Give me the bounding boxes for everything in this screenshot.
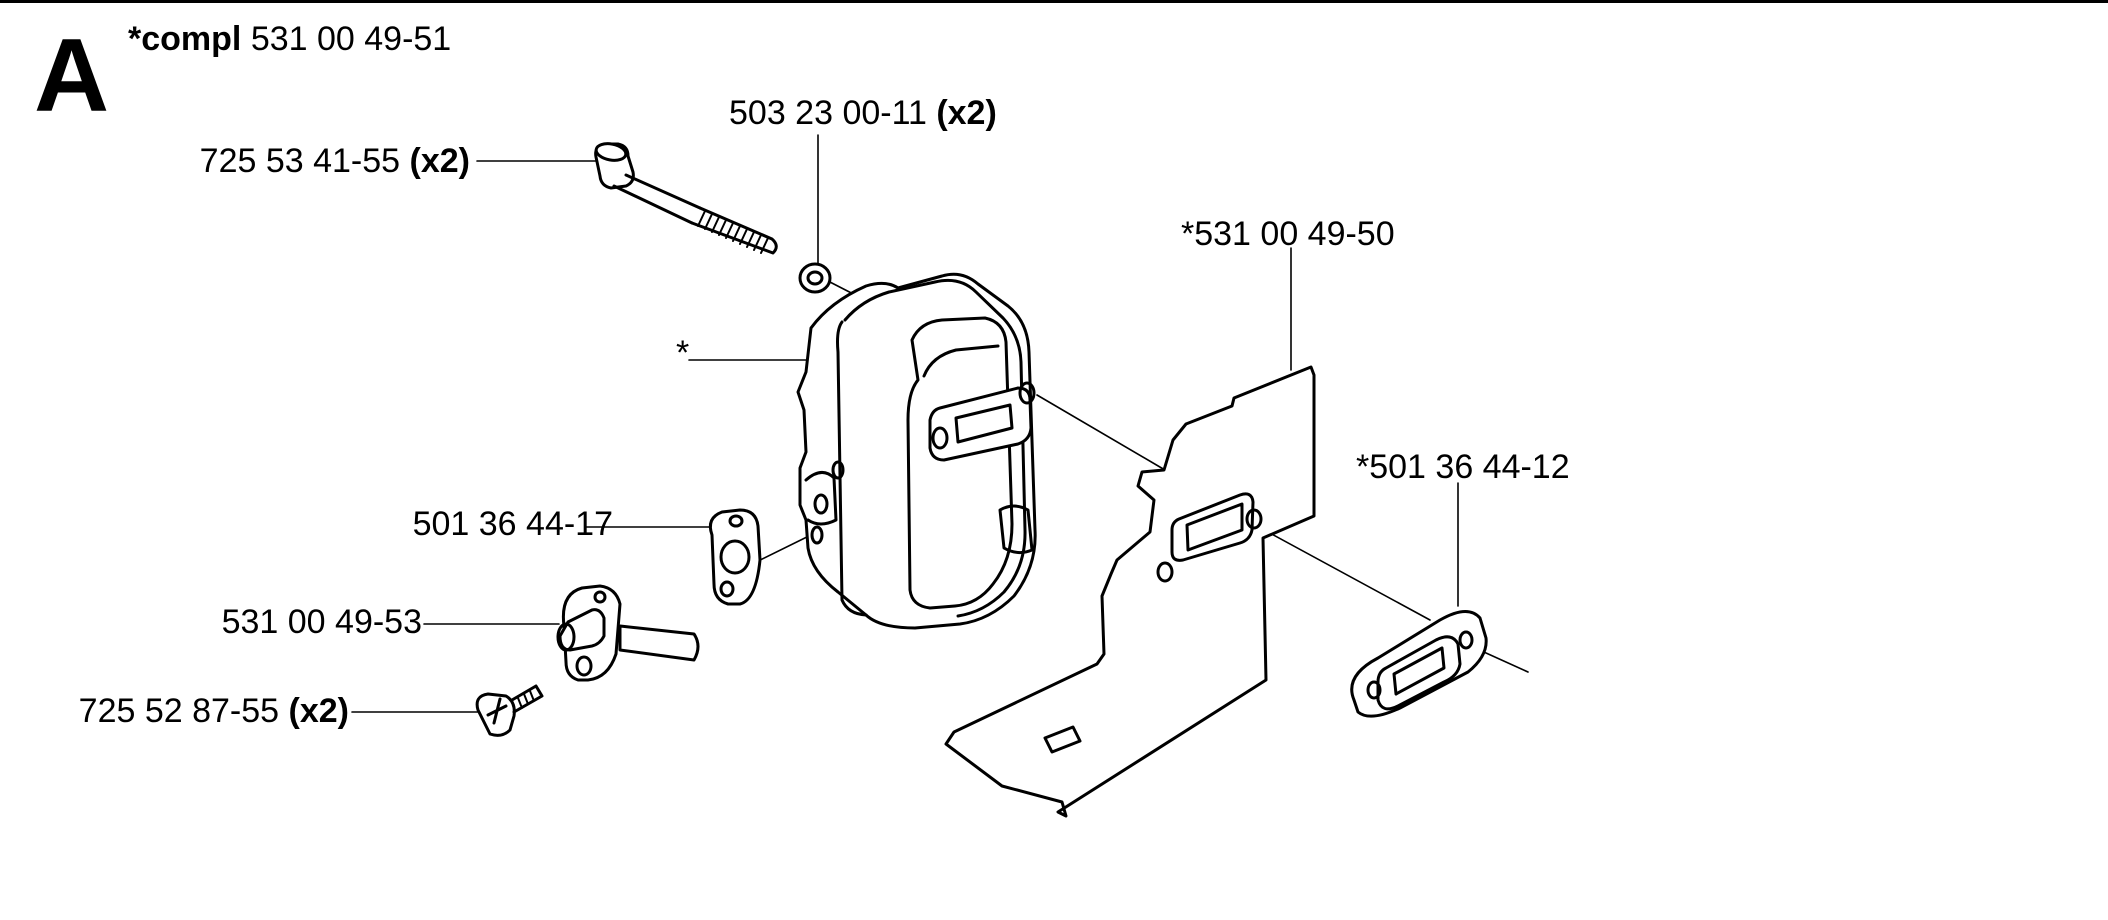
spark-screen-drawing xyxy=(556,584,700,682)
screw-long-drawing xyxy=(594,142,778,255)
top-border xyxy=(0,0,2108,3)
section-letter: A xyxy=(34,18,110,134)
muffler-body-number: * xyxy=(676,334,690,372)
gasket-small-number: 501 36 44-17 xyxy=(412,505,613,543)
screw-short-qty: (x2) xyxy=(288,692,349,730)
screw-long-number: 725 53 41-55 xyxy=(199,142,401,180)
label-spark-screen: 531 00 49-53 xyxy=(222,605,422,639)
assembly-label: *compl 531 00 49-51 xyxy=(128,20,451,59)
washer-number: 503 23 00-11 xyxy=(729,94,927,132)
assembly-prefix: *compl xyxy=(128,20,242,58)
leader-lines xyxy=(351,134,1459,713)
label-screw-short: 725 52 87-55 (x2) xyxy=(79,694,349,728)
washer-qty: (x2) xyxy=(936,94,997,132)
gasket-right-number: *501 36 44-12 xyxy=(1356,448,1570,486)
bracket-number: *531 00 49-50 xyxy=(1181,215,1395,253)
screw-short-number: 725 52 87-55 xyxy=(78,692,280,730)
label-muffler-body: * xyxy=(676,336,689,370)
assembly-number: 531 00 49-51 xyxy=(250,20,452,58)
screw-short-drawing xyxy=(475,684,544,737)
muffler-body-drawing xyxy=(796,272,1037,630)
screw-long-qty: (x2) xyxy=(409,142,470,180)
label-washer: 503 23 00-11 (x2) xyxy=(729,96,997,130)
label-gasket-right: *501 36 44-12 xyxy=(1356,450,1570,484)
label-gasket-small: 501 36 44-17 xyxy=(413,507,613,541)
gasket-small-drawing xyxy=(708,508,762,606)
washer-drawing xyxy=(798,262,832,294)
bracket-drawing xyxy=(944,365,1316,818)
spark-screen-number: 531 00 49-53 xyxy=(221,603,422,641)
label-bracket: *531 00 49-50 xyxy=(1181,217,1395,251)
gasket-right-drawing xyxy=(1350,610,1488,718)
label-screw-long: 725 53 41-55 (x2) xyxy=(200,144,470,178)
